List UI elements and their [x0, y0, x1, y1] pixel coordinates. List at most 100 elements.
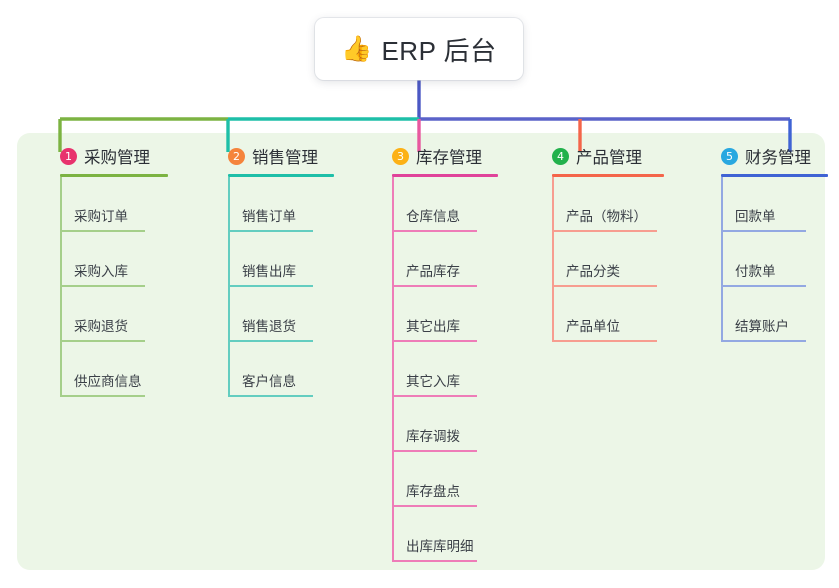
leaf-item[interactable]: 采购入库: [60, 232, 168, 287]
leaf-item-label: 销售退货: [242, 319, 296, 334]
leaf-item-label: 销售订单: [242, 209, 296, 224]
leaf-item-label: 供应商信息: [74, 374, 142, 389]
leaf-item-underline: [392, 450, 477, 452]
leaf-item-label: 付款单: [735, 264, 776, 279]
leaf-item[interactable]: 客户信息: [228, 342, 334, 397]
leaf-item[interactable]: 供应商信息: [60, 342, 168, 397]
leaf-item-label: 产品分类: [566, 264, 620, 279]
column-财务管理: 5 财务管理回款单付款单结算账户: [700, 143, 828, 342]
column-采购管理: 1 采购管理采购订单采购入库采购退货供应商信息: [39, 143, 168, 397]
leaf-item[interactable]: 销售订单: [228, 177, 334, 232]
leaf-item-label: 销售出库: [242, 264, 296, 279]
leaf-connector-line: [392, 507, 394, 562]
leaf-item-underline: [392, 505, 477, 507]
leaf-item-underline: [392, 560, 477, 562]
number-badge-icon: 2: [228, 147, 245, 165]
leaf-item[interactable]: 采购退货: [60, 287, 168, 342]
column-header-5[interactable]: 5 财务管理: [700, 143, 828, 169]
leaf-item[interactable]: 采购订单: [60, 177, 168, 232]
leaf-connector-line: [552, 232, 554, 287]
leaf-item[interactable]: 回款单: [721, 177, 828, 232]
leaf-item-label: 其它出库: [406, 319, 460, 334]
column-title: 采购管理: [84, 149, 150, 167]
column-underline: [721, 174, 828, 177]
number-badge-icon: 1: [60, 147, 77, 165]
leaf-connector-line: [552, 177, 554, 232]
leaf-item-label: 结算账户: [735, 319, 789, 334]
leaf-item[interactable]: 销售出库: [228, 232, 334, 287]
leaf-item-label: 采购入库: [74, 264, 128, 279]
column-销售管理: 2 销售管理销售订单销售出库销售退货客户信息: [207, 143, 334, 397]
number-badge-icon: 5: [721, 147, 738, 165]
leaf-connector-line: [60, 287, 62, 342]
leaf-item-underline: [228, 340, 313, 342]
column-title: 财务管理: [745, 149, 811, 167]
leaf-item-underline: [392, 230, 477, 232]
leaf-item[interactable]: 其它入库: [392, 342, 498, 397]
column-header-1[interactable]: 1 采购管理: [39, 143, 168, 169]
leaf-item-label: 产品（物料）: [566, 209, 647, 224]
column-title: 销售管理: [252, 149, 318, 167]
leaf-connector-line: [60, 177, 62, 232]
leaf-item-underline: [552, 230, 657, 232]
leaf-connector-line: [721, 232, 723, 287]
leaf-item[interactable]: 库存调拨: [392, 397, 498, 452]
column-underline: [60, 174, 168, 177]
root-node[interactable]: 👍 ERP 后台: [315, 18, 523, 80]
leaf-item-underline: [721, 340, 806, 342]
leaf-item[interactable]: 产品分类: [552, 232, 664, 287]
leaf-item-underline: [392, 340, 477, 342]
leaf-item[interactable]: 其它出库: [392, 287, 498, 342]
leaf-item-underline: [228, 285, 313, 287]
leaf-connector-line: [392, 452, 394, 507]
leaf-connector-line: [552, 287, 554, 342]
leaf-item-label: 客户信息: [242, 374, 296, 389]
leaf-item[interactable]: 仓库信息: [392, 177, 498, 232]
leaf-item[interactable]: 结算账户: [721, 287, 828, 342]
leaf-item-underline: [60, 230, 145, 232]
leaf-item[interactable]: 出库库明细: [392, 507, 498, 562]
leaf-connector-line: [228, 342, 230, 397]
leaf-item-underline: [721, 285, 806, 287]
diagram-panel: [17, 133, 825, 570]
number-badge-icon: 3: [392, 147, 409, 165]
leaf-connector-line: [392, 397, 394, 452]
leaf-item-label: 产品库存: [406, 264, 460, 279]
leaf-item-underline: [392, 395, 477, 397]
column-underline: [228, 174, 334, 177]
leaf-item-underline: [552, 285, 657, 287]
leaf-item-label: 采购退货: [74, 319, 128, 334]
leaf-item-label: 回款单: [735, 209, 776, 224]
leaf-connector-line: [228, 287, 230, 342]
leaf-item-underline: [228, 230, 313, 232]
leaf-item[interactable]: 产品单位: [552, 287, 664, 342]
leaf-connector-line: [392, 342, 394, 397]
leaf-item[interactable]: 产品（物料）: [552, 177, 664, 232]
column-items: 销售订单销售出库销售退货客户信息: [228, 177, 334, 397]
leaf-connector-line: [392, 177, 394, 232]
leaf-item[interactable]: 销售退货: [228, 287, 334, 342]
leaf-item-underline: [721, 230, 806, 232]
leaf-item[interactable]: 付款单: [721, 232, 828, 287]
leaf-item-label: 采购订单: [74, 209, 128, 224]
leaf-connector-line: [721, 287, 723, 342]
leaf-item-underline: [392, 285, 477, 287]
leaf-item-underline: [228, 395, 313, 397]
leaf-item-label: 其它入库: [406, 374, 460, 389]
leaf-item[interactable]: 库存盘点: [392, 452, 498, 507]
leaf-item-label: 仓库信息: [406, 209, 460, 224]
column-header-2[interactable]: 2 销售管理: [207, 143, 334, 169]
leaf-connector-line: [392, 232, 394, 287]
leaf-connector-line: [392, 287, 394, 342]
number-badge-icon: 4: [552, 147, 569, 165]
leaf-item[interactable]: 产品库存: [392, 232, 498, 287]
leaf-connector-line: [60, 342, 62, 397]
leaf-item-label: 库存盘点: [406, 484, 460, 499]
column-items: 回款单付款单结算账户: [721, 177, 828, 342]
column-items: 采购订单采购入库采购退货供应商信息: [60, 177, 168, 397]
